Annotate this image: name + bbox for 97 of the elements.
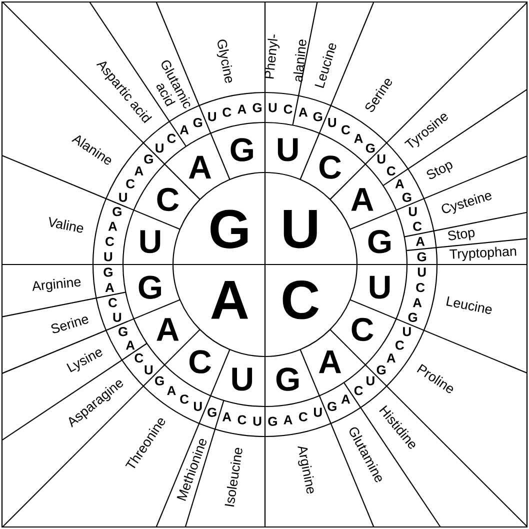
base-letter: U bbox=[403, 327, 411, 336]
base-letter: U bbox=[418, 268, 426, 277]
base-letter: U bbox=[232, 368, 252, 391]
amino-acid-label: Leucine bbox=[314, 43, 336, 88]
base-letter: U bbox=[284, 210, 317, 248]
base-letter: U bbox=[328, 118, 336, 128]
base-letter: G bbox=[118, 327, 128, 336]
base-letter: G bbox=[376, 365, 386, 374]
base-letter: C bbox=[299, 412, 308, 422]
base-letter: A bbox=[341, 394, 350, 404]
base-letter: G bbox=[138, 276, 161, 299]
base-letter: A bbox=[180, 125, 189, 134]
base-letter: C bbox=[396, 340, 404, 350]
base-letter: A bbox=[386, 354, 396, 362]
amino-acid-label: Phenyl- alanine bbox=[264, 34, 306, 82]
base-letter: G bbox=[208, 408, 216, 417]
base-letter: U bbox=[113, 312, 122, 322]
base-letter: A bbox=[298, 108, 308, 117]
base-letter: A bbox=[126, 340, 135, 350]
base-letter: G bbox=[155, 376, 164, 386]
base-letter: A bbox=[134, 166, 144, 176]
base-letter: C bbox=[386, 166, 396, 176]
amino-acid-label: Stop bbox=[448, 230, 475, 240]
base-letter: U bbox=[377, 154, 386, 164]
base-letter: A bbox=[156, 318, 179, 341]
base-letter: G bbox=[417, 252, 426, 262]
base-letter: G bbox=[408, 312, 418, 322]
base-letter: G bbox=[402, 192, 412, 202]
base-letter: C bbox=[167, 134, 176, 143]
base-letter: G bbox=[104, 268, 112, 277]
base-letter: U bbox=[370, 276, 390, 299]
base-letter: U bbox=[268, 103, 277, 112]
base-letter: U bbox=[408, 207, 417, 216]
amino-acid-label: Arginine bbox=[298, 446, 314, 494]
base-letter: A bbox=[351, 188, 374, 211]
base-letter: U bbox=[140, 230, 160, 254]
amino-acid-label: Arginine bbox=[32, 278, 81, 292]
base-letter: A bbox=[105, 283, 114, 292]
base-letter: C bbox=[413, 222, 422, 231]
base-letter: G bbox=[112, 207, 122, 216]
amino-acid-label: Tryptophan bbox=[450, 246, 516, 262]
base-letter: G bbox=[313, 112, 322, 122]
base-letter: U bbox=[208, 112, 216, 122]
base-letter: U bbox=[119, 192, 127, 202]
base-letter: C bbox=[342, 125, 350, 134]
base-letter: A bbox=[188, 156, 211, 179]
base-letter: C bbox=[126, 179, 135, 188]
base-letter: G bbox=[276, 368, 299, 391]
amino-acid-label: Isoleucine bbox=[224, 448, 242, 507]
base-letter: C bbox=[134, 353, 144, 363]
base-letter: G bbox=[252, 103, 262, 112]
base-letter: C bbox=[416, 282, 425, 292]
amino-acid-label: Cysteine bbox=[442, 193, 492, 214]
base-letter: C bbox=[189, 350, 211, 374]
base-letter: U bbox=[144, 365, 153, 374]
base-letter: C bbox=[282, 280, 319, 320]
amino-acid-label: Valine bbox=[49, 217, 84, 233]
base-letter: G bbox=[268, 416, 277, 426]
amino-acid-label: Leucine bbox=[446, 296, 492, 314]
base-letter: U bbox=[104, 252, 112, 262]
amino-acid-label: Serine bbox=[51, 316, 88, 334]
base-letter: C bbox=[106, 236, 114, 246]
base-letter: U bbox=[366, 376, 374, 386]
base-letter: C bbox=[284, 104, 292, 114]
base-letter: A bbox=[222, 412, 232, 422]
base-letter: A bbox=[354, 134, 363, 143]
base-letter: G bbox=[193, 118, 202, 128]
amino-acid-label: Stop bbox=[426, 162, 452, 180]
base-letter: A bbox=[416, 237, 425, 246]
base-letter: C bbox=[354, 386, 363, 396]
base-letter: U bbox=[156, 144, 164, 153]
base-letter: G bbox=[368, 230, 390, 254]
base-letter: U bbox=[314, 408, 322, 417]
base-letter: C bbox=[157, 188, 179, 212]
base-letter: C bbox=[238, 415, 246, 424]
base-letter: A bbox=[211, 281, 248, 319]
base-letter: U bbox=[194, 402, 202, 411]
base-letter: G bbox=[230, 138, 253, 162]
base-letter: C bbox=[319, 156, 341, 179]
base-letter: C bbox=[222, 108, 232, 117]
base-letter: A bbox=[167, 386, 176, 396]
base-letter: G bbox=[366, 144, 375, 153]
base-letter: A bbox=[395, 179, 404, 188]
base-letter: U bbox=[278, 138, 298, 162]
base-letter: C bbox=[108, 298, 118, 308]
base-letter: A bbox=[238, 104, 246, 114]
base-letter: G bbox=[328, 402, 336, 411]
base-letter: C bbox=[180, 394, 189, 404]
base-letter: G bbox=[144, 154, 153, 164]
base-letter: G bbox=[210, 210, 248, 249]
base-letter: U bbox=[253, 416, 262, 426]
base-letter: A bbox=[108, 222, 118, 231]
base-letter: A bbox=[412, 298, 422, 308]
amino-acid-label: Glycine bbox=[216, 40, 232, 83]
base-letter: A bbox=[284, 415, 292, 424]
base-letter: C bbox=[352, 318, 374, 342]
base-letter: A bbox=[318, 350, 341, 374]
